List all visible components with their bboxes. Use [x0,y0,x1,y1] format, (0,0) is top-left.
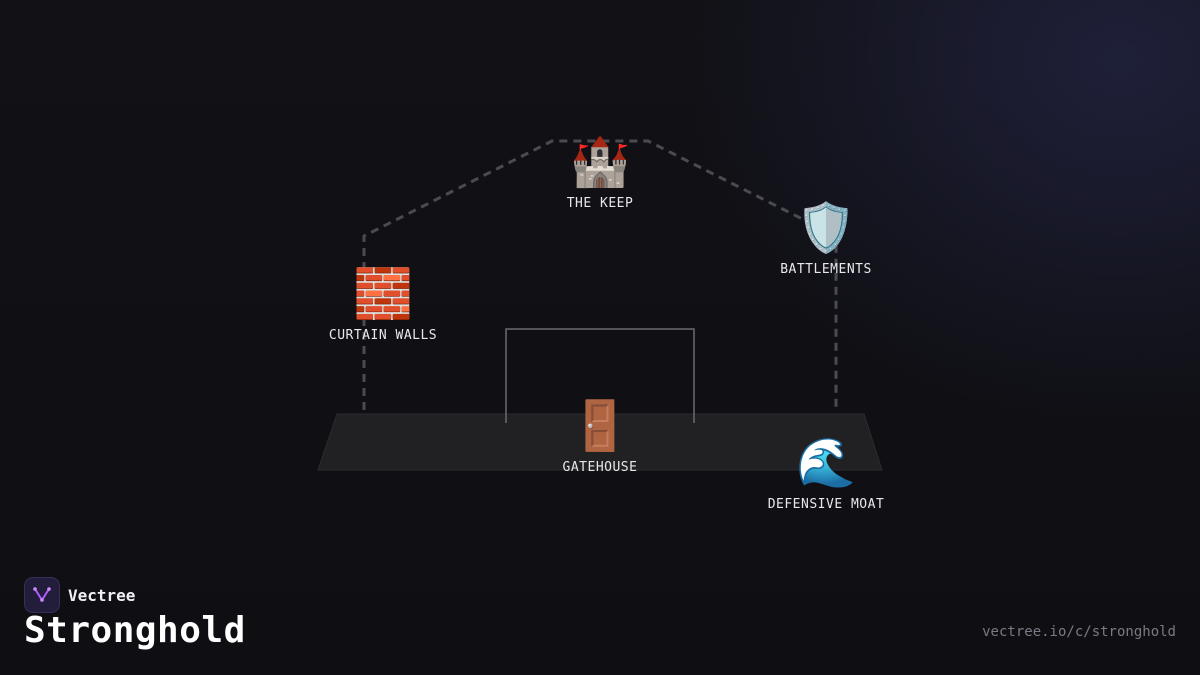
castle-icon: 🏰 [570,134,630,190]
brand-name: Vectree [68,585,136,605]
node-defensive-moat-label: DEFENSIVE MOAT [767,497,885,512]
shield-icon: 🛡️ [796,200,856,256]
node-keep-label: THE KEEP [566,196,634,211]
share-url[interactable]: vectree.io/c/stronghold [982,624,1176,640]
connector-walls-keep [362,139,838,410]
door-icon: 🚪 [570,398,630,454]
page-title: Stronghold [24,610,246,651]
node-battlements-label: BATTLEMENTS [780,262,872,277]
node-keep[interactable]: 🏰 THE KEEP [500,134,700,211]
node-defensive-moat[interactable]: 🌊 DEFENSIVE MOAT [726,435,926,512]
vectree-logo-icon [24,577,60,613]
wave-icon: 🌊 [796,435,856,491]
ground-platform [317,413,883,471]
node-gatehouse-label: GATEHOUSE [562,460,638,475]
node-curtain-walls-label: CURTAIN WALLS [328,328,438,343]
gatehouse-frame [505,328,695,423]
node-curtain-walls[interactable]: 🧱 CURTAIN WALLS [283,266,483,343]
node-gatehouse[interactable]: 🚪 GATEHOUSE [500,398,700,475]
brick-icon: 🧱 [353,266,413,322]
node-battlements[interactable]: 🛡️ BATTLEMENTS [726,200,926,277]
brand[interactable]: Vectree [24,577,135,613]
